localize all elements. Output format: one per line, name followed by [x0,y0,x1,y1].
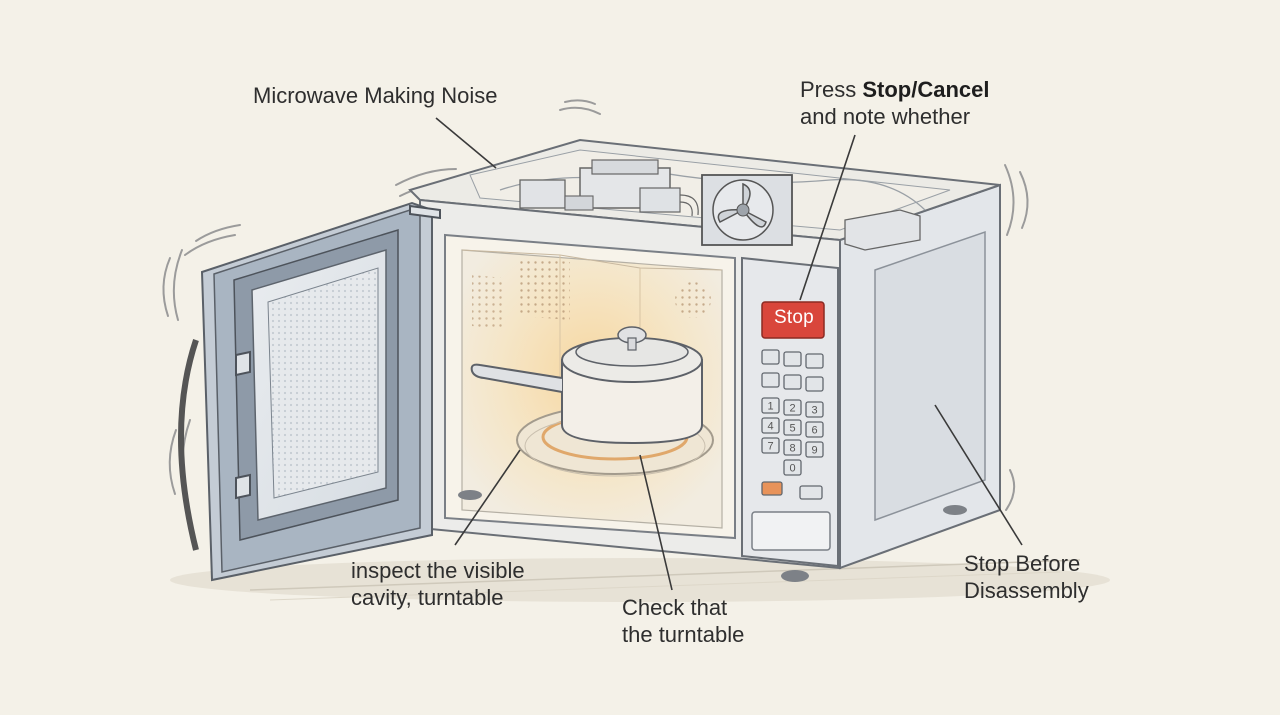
inspect-callout: inspect the visible cavity, turntable [351,557,525,611]
stop-bold: Stop/Cancel [862,77,990,102]
stop-callout: Press Stop/Cancel and note whether [800,76,990,130]
preset-key[interactable] [783,374,802,390]
number-key-4[interactable]: 4 [761,417,780,434]
magnetron-icon [519,159,699,217]
number-key-3[interactable]: 3 [805,401,824,418]
disassembly-line2: Disassembly [964,578,1089,603]
fan-icon [701,174,793,246]
number-key-6[interactable]: 6 [805,421,824,438]
number-key-label: 7 [767,441,773,453]
preset-key[interactable] [805,353,824,369]
function-key[interactable] [799,485,823,500]
number-key-1[interactable]: 1 [761,397,780,414]
turntable-line2: the turntable [622,622,745,647]
inspect-line2: cavity, turntable [351,585,504,610]
transformer-icon [844,209,921,251]
stop-button[interactable] [761,301,825,339]
preset-key[interactable] [783,351,802,367]
stop-button-label[interactable]: Stop [774,307,814,328]
title-label: Microwave Making Noise [253,82,498,109]
stop-callout-line1: Press Stop/Cancel [800,76,990,103]
disassembly-line1: Stop Before [964,551,1081,576]
number-keys: 1 2 3 4 5 6 7 8 9 0 [761,397,824,476]
number-key-2[interactable]: 2 [783,399,802,416]
number-key-9[interactable]: 9 [805,441,824,458]
stop-callout-line2: and note whether [800,104,971,129]
inspect-line1: inspect the visible [351,558,525,583]
open-door [178,201,433,582]
keypad [761,349,824,500]
number-key-label: 4 [767,421,773,433]
vibration-marks [162,99,1029,511]
preset-key[interactable] [761,372,780,388]
number-key-label: 5 [789,423,795,435]
number-key-label: 9 [811,445,817,457]
pot-icon [470,326,703,445]
number-key-label: 2 [789,403,795,415]
callout-leaders [435,117,1023,591]
number-key-5[interactable]: 5 [783,419,802,436]
number-key-label: 1 [767,401,773,413]
disassembly-callout: Stop Before Disassembly [964,550,1089,604]
noise-label: Microwave Making Noise [253,83,498,108]
preset-key[interactable] [761,349,780,365]
number-key-8[interactable]: 8 [783,439,802,456]
number-key-label: 6 [811,425,817,437]
number-key-0[interactable]: 0 [783,459,802,476]
turntable-callout: Check that the turntable [622,594,744,648]
floor-shadow [170,558,1110,602]
number-key-label: 3 [811,405,817,417]
number-key-7[interactable]: 7 [761,437,780,454]
number-key-label: 0 [789,463,795,475]
preset-key[interactable] [805,376,824,392]
stop-prefix: Press [800,77,863,102]
number-key-label: 8 [789,443,795,455]
turntable-line1: Check that [622,595,728,620]
door-hinge-icon [235,204,441,500]
start-key[interactable] [761,481,783,496]
